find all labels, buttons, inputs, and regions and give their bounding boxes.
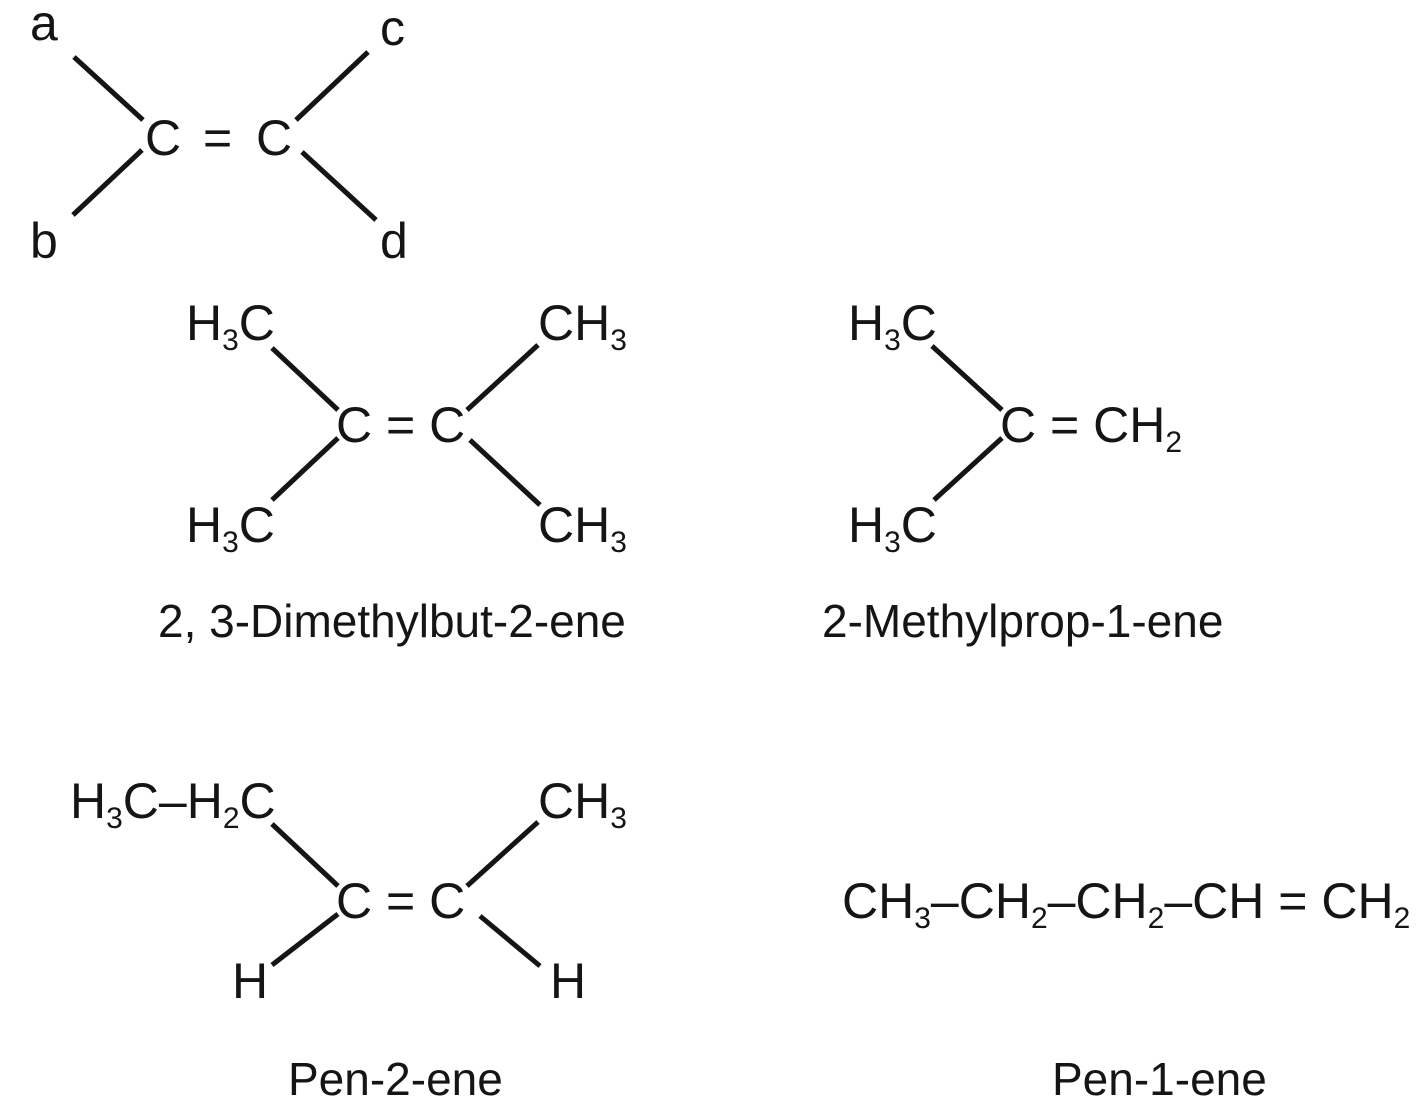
methyl-bottom-right-label: CH3 <box>538 497 627 559</box>
bond-d <box>300 150 378 222</box>
pent-1-ene-caption: Pen-1-ene <box>1052 1053 1267 1105</box>
bond-b <box>71 148 144 217</box>
carbon-double-bond-core: C = C <box>336 397 465 453</box>
methyl-bottom-label: H3C <box>848 497 937 559</box>
right-carbon-label: C <box>256 110 292 166</box>
methyl-top-left-label: H3C <box>186 295 275 357</box>
methylpropene-structure: H3C H3C C = CH2 2-Methylprop-1-ene <box>822 295 1223 647</box>
substituent-d-label: d <box>380 213 408 269</box>
dimethylbutene-caption: 2, 3-Dimethylbut-2-ene <box>158 595 626 647</box>
bond-c <box>294 50 370 122</box>
double-bond-sign: = <box>203 110 232 166</box>
substituent-c-label: c <box>380 0 405 56</box>
left-carbon-label: C <box>145 110 181 166</box>
methylpropene-caption: 2-Methylprop-1-ene <box>822 595 1223 647</box>
pent-1-ene-structure: CH3–CH2–CH2–CH = CH2 Pen-1-ene <box>842 873 1410 1105</box>
bond-top-left <box>270 346 340 412</box>
carbon-double-bond-core: C = C <box>336 873 465 929</box>
substituent-a-label: a <box>30 0 58 51</box>
bond-bottom <box>932 436 1004 502</box>
bond-top-right <box>465 820 540 888</box>
bond-top-right <box>465 343 540 412</box>
bond-bottom-right <box>478 914 542 968</box>
methyl-top-label: H3C <box>848 295 937 357</box>
methyl-top-right-label: CH3 <box>538 773 627 835</box>
dimethylbutene-structure: H3C CH3 H3C CH3 C = C 2, 3-Dimethylbut-2… <box>158 295 627 647</box>
carbon-methylene-core: C = CH2 <box>1000 397 1182 459</box>
bond-top <box>930 344 1004 412</box>
bond-bottom-right <box>468 438 542 507</box>
hydrogen-left-label: H <box>232 953 268 1009</box>
bond-top-left <box>270 822 340 888</box>
bond-bottom-left <box>270 912 340 967</box>
condensed-formula: CH3–CH2–CH2–CH = CH2 <box>842 873 1410 935</box>
pent-2-ene-structure: H3C–H2C CH3 H H C = C Pen-2-ene <box>70 773 627 1105</box>
pent-2-ene-caption: Pen-2-ene <box>288 1053 503 1105</box>
methyl-top-right-label: CH3 <box>538 295 627 357</box>
generic-alkene-structure: a c b d C = C <box>30 0 408 269</box>
ethyl-group-label: H3C–H2C <box>70 773 276 835</box>
bond-bottom-left <box>270 436 340 502</box>
methyl-bottom-left-label: H3C <box>186 497 275 559</box>
bond-a <box>72 55 145 122</box>
substituent-b-label: b <box>30 213 58 269</box>
hydrogen-right-label: H <box>550 953 586 1009</box>
